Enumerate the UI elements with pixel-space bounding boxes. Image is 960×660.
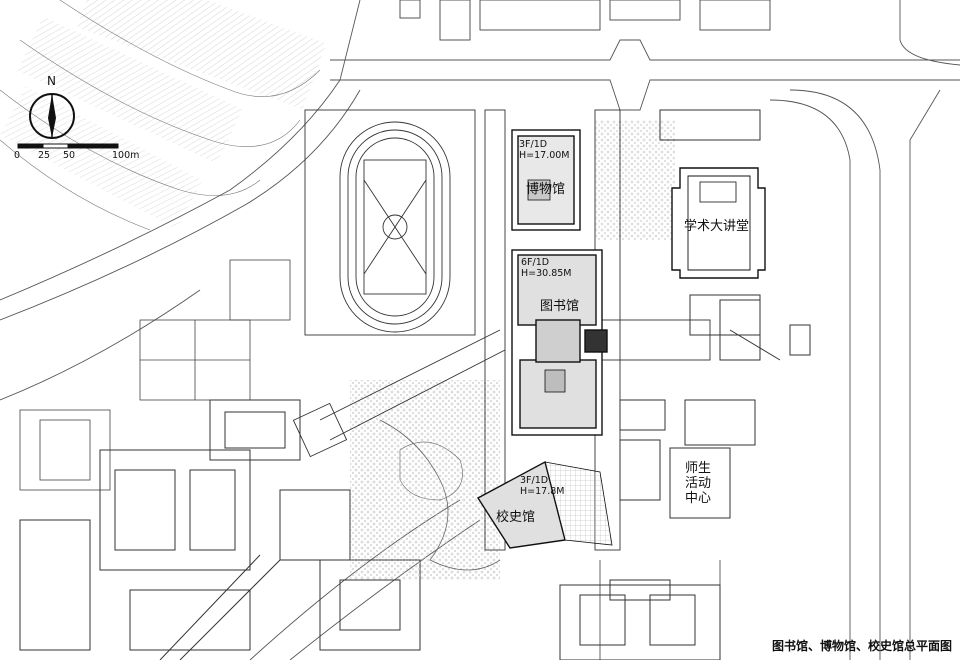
museum-building bbox=[511, 129, 581, 231]
lecture-hall-name: 学术大讲堂 bbox=[684, 219, 750, 234]
scale-tick-0: 0 bbox=[14, 150, 21, 161]
history-museum-spec: 3F/1D H=17.8M bbox=[520, 475, 565, 498]
garden-pond bbox=[399, 441, 463, 501]
museum-height: H=17.00M bbox=[519, 149, 570, 161]
running-track bbox=[304, 109, 476, 336]
east-landscape bbox=[595, 120, 675, 240]
lecture-hall-building bbox=[671, 167, 766, 279]
garden-path bbox=[379, 419, 501, 571]
history-museum-floors: 3F/1D bbox=[520, 475, 549, 486]
north-label: N bbox=[47, 74, 56, 88]
history-museum-building bbox=[477, 460, 613, 549]
library-height: H=30.85M bbox=[521, 267, 572, 279]
garden-area bbox=[350, 380, 500, 580]
activity-center-line-2: 活动 bbox=[685, 475, 712, 491]
east-buildings bbox=[619, 109, 811, 519]
history-museum-name: 校史馆 bbox=[496, 510, 536, 525]
scale-tick-50: 50 bbox=[63, 150, 76, 161]
hatch-band-1 bbox=[76, 0, 327, 110]
hatch-band-2 bbox=[17, 16, 243, 164]
scale-tick-100m: 100m bbox=[112, 150, 140, 161]
activity-center-name: 师生 活动 中心 bbox=[685, 461, 712, 507]
museum-name: 博物馆 bbox=[526, 182, 566, 197]
north-arrow bbox=[29, 93, 75, 139]
history-museum-height: H=17.8M bbox=[520, 485, 565, 497]
library-floors: 6F/1D bbox=[521, 257, 550, 268]
museum-spec: 3F/1D H=17.00M bbox=[519, 139, 570, 162]
scale-tick-25: 25 bbox=[38, 150, 51, 161]
activity-center-line-3: 中心 bbox=[685, 490, 712, 506]
activity-center-line-1: 师生 bbox=[685, 461, 712, 476]
scale-bar bbox=[17, 143, 119, 149]
museum-floors: 3F/1D bbox=[519, 139, 548, 150]
figure-caption: 图书馆、博物馆、校史馆总平面图 bbox=[771, 639, 952, 653]
sports-courts bbox=[19, 259, 291, 491]
top-buildings bbox=[399, 0, 771, 41]
library-building bbox=[511, 249, 608, 436]
library-name: 图书馆 bbox=[540, 299, 580, 314]
bottom-building bbox=[559, 579, 721, 660]
library-spec: 6F/1D H=30.85M bbox=[521, 257, 572, 280]
